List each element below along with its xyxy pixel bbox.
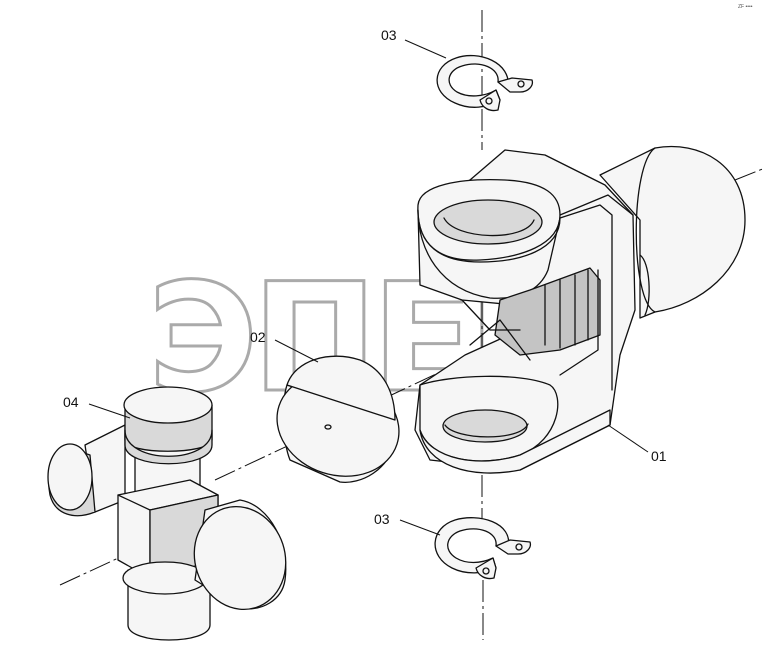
label-part-02: 02: [250, 329, 266, 345]
leader-lines: [88, 39, 649, 536]
label-part-03-top: 03: [381, 27, 397, 43]
snap-ring-lower-part-03: [434, 517, 532, 580]
label-part-03-bottom: 03: [374, 511, 390, 527]
part-labels: 03 02 04 01 03: [63, 27, 667, 527]
corner-mark: ZF ••••: [738, 4, 753, 10]
label-part-01: 01: [651, 448, 667, 464]
label-part-04: 04: [63, 394, 79, 410]
bearing-cup-part-02: [276, 355, 400, 484]
yoke-part-01: [414, 145, 746, 474]
spider-cross-part-04: [47, 386, 287, 641]
snap-ring-upper-part-03: [436, 54, 534, 112]
